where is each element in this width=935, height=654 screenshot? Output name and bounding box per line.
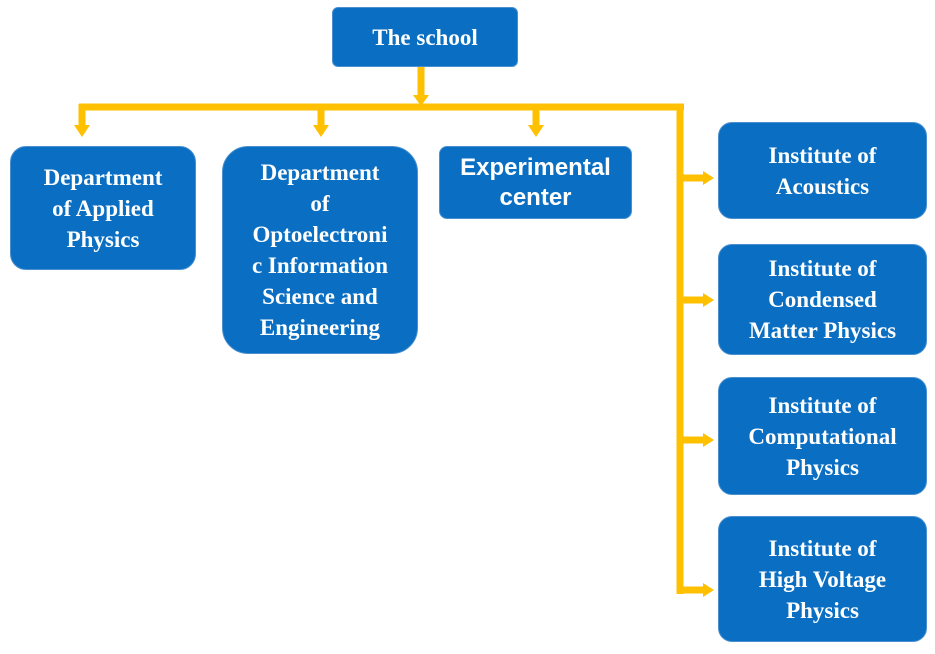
arrowhead-applied-physics: [74, 125, 90, 137]
arrowhead-experimental-center: [528, 125, 544, 137]
node-experimental-center: Experimental center: [439, 146, 632, 219]
node-institute-of-high-voltage-physics: Institute of High Voltage Physics: [718, 516, 927, 642]
arrowhead-root-down: [413, 95, 429, 106]
arrowhead-high-voltage: [703, 583, 714, 597]
node-institute-of-computational-physics: Institute of Computational Physics: [718, 377, 927, 495]
node-institute-of-condensed-matter-physics: Institute of Condensed Matter Physics: [718, 244, 927, 355]
node-department-of-optoelectronic-information: Department of Optoelectroni c Informatio…: [222, 146, 418, 354]
arrowhead-acoustics: [703, 171, 714, 185]
node-the-school: The school: [332, 7, 518, 67]
node-department-of-applied-physics: Department of Applied Physics: [10, 146, 196, 270]
arrowhead-optoelectronic: [313, 125, 329, 137]
node-institute-of-acoustics: Institute of Acoustics: [718, 122, 927, 219]
arrowhead-computational: [703, 433, 714, 447]
arrowhead-condensed-matter: [703, 293, 714, 307]
